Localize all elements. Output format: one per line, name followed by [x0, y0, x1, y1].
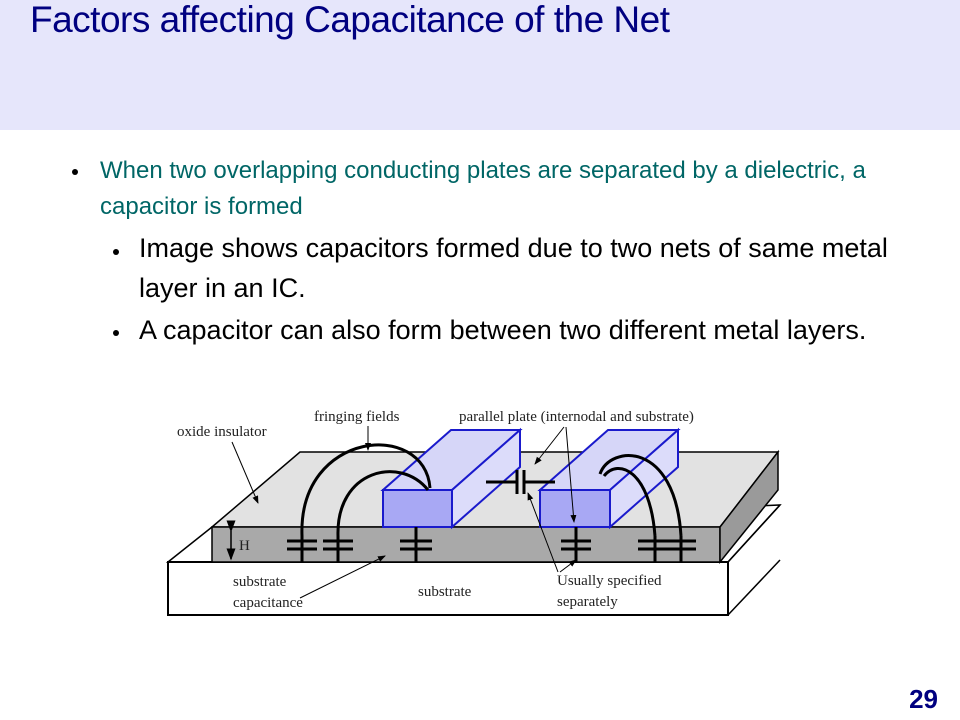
label-h: H: [239, 538, 250, 554]
bullet-dot: [113, 249, 119, 255]
label-oxide-insulator: oxide insulator: [177, 424, 267, 440]
metal-wire-1: [380, 427, 523, 530]
bullet-dot: [72, 169, 78, 175]
label-parallel-plate: parallel plate (internodal and substrate…: [459, 409, 694, 425]
fringing-field-lines: [300, 443, 683, 537]
oxide-front: [211, 526, 721, 563]
label-substrate: substrate: [418, 584, 472, 600]
bullet-level1: When two overlapping conducting plates a…: [100, 157, 866, 220]
label-substrate-capacitance-2: capacitance: [233, 595, 303, 611]
bullet-level2: Image shows capacitors formed due to two…: [139, 233, 888, 303]
bullet-level2: A capacitor can also form between two di…: [139, 315, 867, 345]
capacitor-symbols: [287, 470, 696, 562]
label-substrate-capacitance-1: substrate: [233, 574, 287, 590]
oxide-side: [719, 449, 779, 565]
title-band: Factors affecting Capacitance of the Net: [0, 0, 960, 130]
slide-title: Factors affecting Capacitance of the Net: [30, 0, 670, 40]
label-usually-specified-1: Usually specified: [557, 573, 662, 589]
page-number: 29: [909, 684, 938, 714]
label-fringing-fields: fringing fields: [314, 409, 400, 425]
bullet-dot: [113, 330, 119, 336]
label-usually-specified-2: separately: [557, 594, 618, 610]
substrate-block: [167, 561, 729, 616]
